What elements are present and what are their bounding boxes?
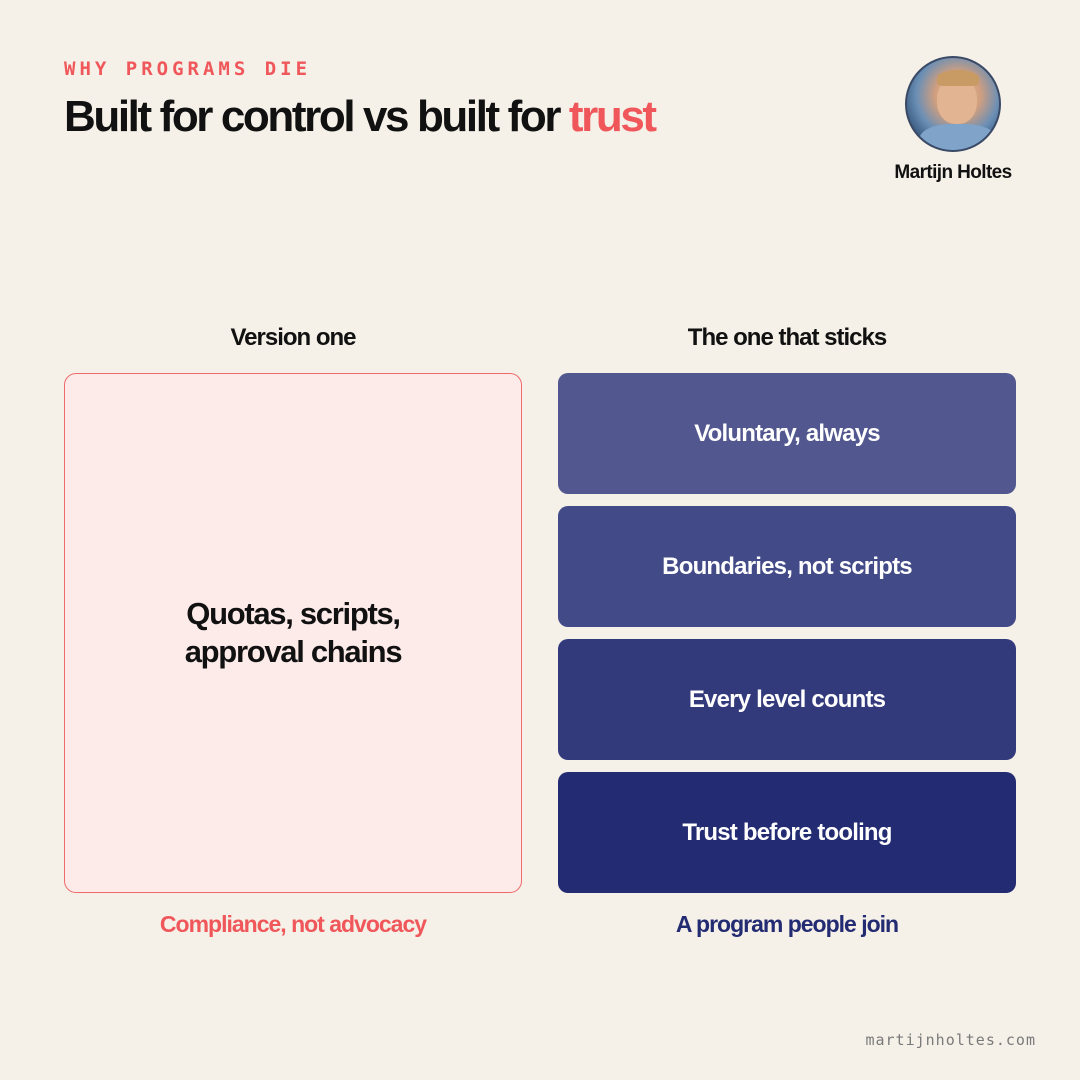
eyebrow-label: WHY PROGRAMS DIE — [64, 58, 312, 80]
footer-site: martijnholtes.com — [865, 1031, 1036, 1049]
card-label: Boundaries, not scripts — [662, 552, 912, 580]
avatar — [905, 56, 1001, 152]
title-main: Built for control vs built for — [64, 92, 569, 141]
left-box: Quotas, scripts, approval chains — [64, 373, 522, 893]
page-title: Built for control vs built for trust — [64, 92, 657, 142]
avatar-shirt — [919, 124, 997, 150]
right-column-heading: The one that sticks — [687, 324, 887, 351]
card-every-level: Every level counts — [558, 639, 1016, 760]
avatar-hair — [937, 70, 979, 86]
card-label: Voluntary, always — [694, 419, 880, 447]
author-block: Martijn Holtes — [870, 52, 1036, 184]
left-column-heading: Version one — [230, 324, 356, 351]
card-voluntary: Voluntary, always — [558, 373, 1016, 494]
card-boundaries: Boundaries, not scripts — [558, 506, 1016, 627]
card-label: Every level counts — [688, 685, 886, 713]
card-label: Trust before tooling — [682, 818, 892, 846]
left-caption: Compliance, not advocacy — [159, 911, 427, 937]
right-card-list: Voluntary, always Boundaries, not script… — [558, 373, 1016, 893]
card-trust: Trust before tooling — [558, 772, 1016, 893]
right-caption: A program people join — [675, 911, 899, 937]
left-box-text: Quotas, scripts, approval chains — [184, 596, 403, 669]
author-name: Martijn Holtes — [894, 162, 1012, 183]
title-accent: trust — [568, 92, 657, 141]
